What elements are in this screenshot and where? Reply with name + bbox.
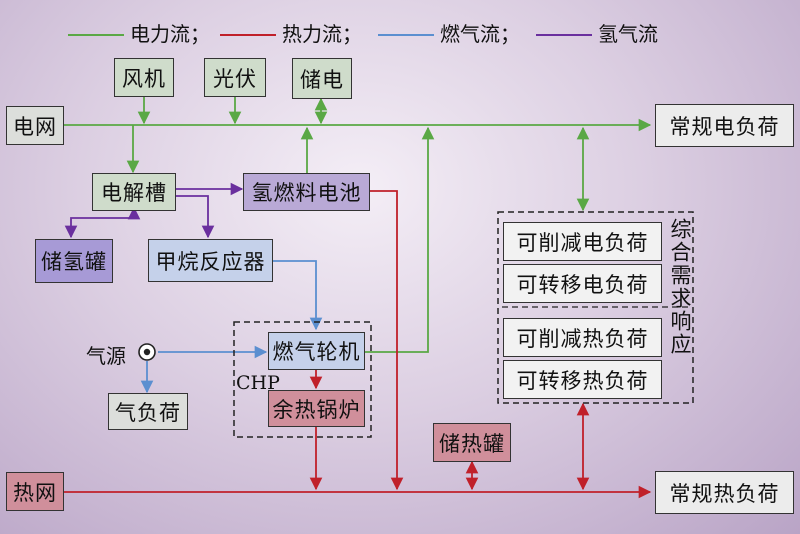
electric-flows — [64, 97, 652, 353]
fuelcell-to-heatbus — [370, 190, 404, 491]
gas-load-node: 气负荷 — [108, 393, 188, 430]
turbine-to-bus — [365, 126, 435, 353]
electric-load-node: 常规电负荷 — [655, 104, 794, 147]
demand-response-frame — [497, 211, 694, 404]
legend-gas: 燃气流； — [440, 22, 520, 46]
demand-item-shiftable-heat: 可转移热负荷 — [503, 360, 662, 399]
fuel-cell-node: 氢燃料电池 — [243, 173, 370, 211]
hydrogen-tank-node: 储氢罐 — [35, 239, 113, 283]
hydrogen-flows — [64, 182, 244, 239]
electrolyzer-node: 电解槽 — [92, 173, 176, 211]
electrolyzer-to-h2tank — [64, 206, 141, 239]
demand-item-shiftable-electric: 可转移电负荷 — [503, 264, 662, 303]
methane-reactor-node: 甲烷反应器 — [148, 239, 273, 282]
gas-turbine-node: 燃气轮机 — [268, 332, 365, 370]
legend-gas-line — [378, 34, 434, 36]
chp-label: CHP — [236, 372, 280, 394]
waste-heat-boiler-node: 余热锅炉 — [268, 390, 365, 427]
power-storage-node: 储电 — [292, 58, 352, 99]
gas-source-label: 气源 — [86, 344, 126, 368]
concentric-circle-icon — [138, 343, 156, 361]
heat-flows — [64, 190, 652, 499]
heat-load-node: 常规热负荷 — [655, 471, 794, 514]
demand-response-title: 综合需求响应 — [668, 218, 692, 356]
legend-electric-line — [68, 34, 124, 36]
wind-turbine-node: 风机 — [114, 58, 174, 97]
gas-flows — [140, 260, 323, 394]
legend-heat-line — [220, 34, 276, 36]
demand-item-reducible-heat: 可削减热负荷 — [503, 318, 662, 357]
demand-item-reducible-electric: 可削减电负荷 — [503, 222, 662, 261]
reactor-to-turbine — [273, 260, 323, 331]
pv-node: 光伏 — [204, 58, 266, 97]
heat-storage-tank-node: 储热罐 — [433, 423, 511, 462]
power-grid-node: 电网 — [6, 106, 64, 145]
heat-grid-node: 热网 — [6, 472, 64, 511]
legend-hydrogen-line — [536, 34, 592, 36]
legend-electric: 电力流； — [130, 22, 210, 46]
chp-frame — [233, 321, 372, 438]
legend-heat: 热力流； — [282, 22, 362, 46]
legend-hydrogen: 氢气流 — [598, 22, 658, 46]
electrolyzer-to-reactor — [176, 195, 215, 239]
